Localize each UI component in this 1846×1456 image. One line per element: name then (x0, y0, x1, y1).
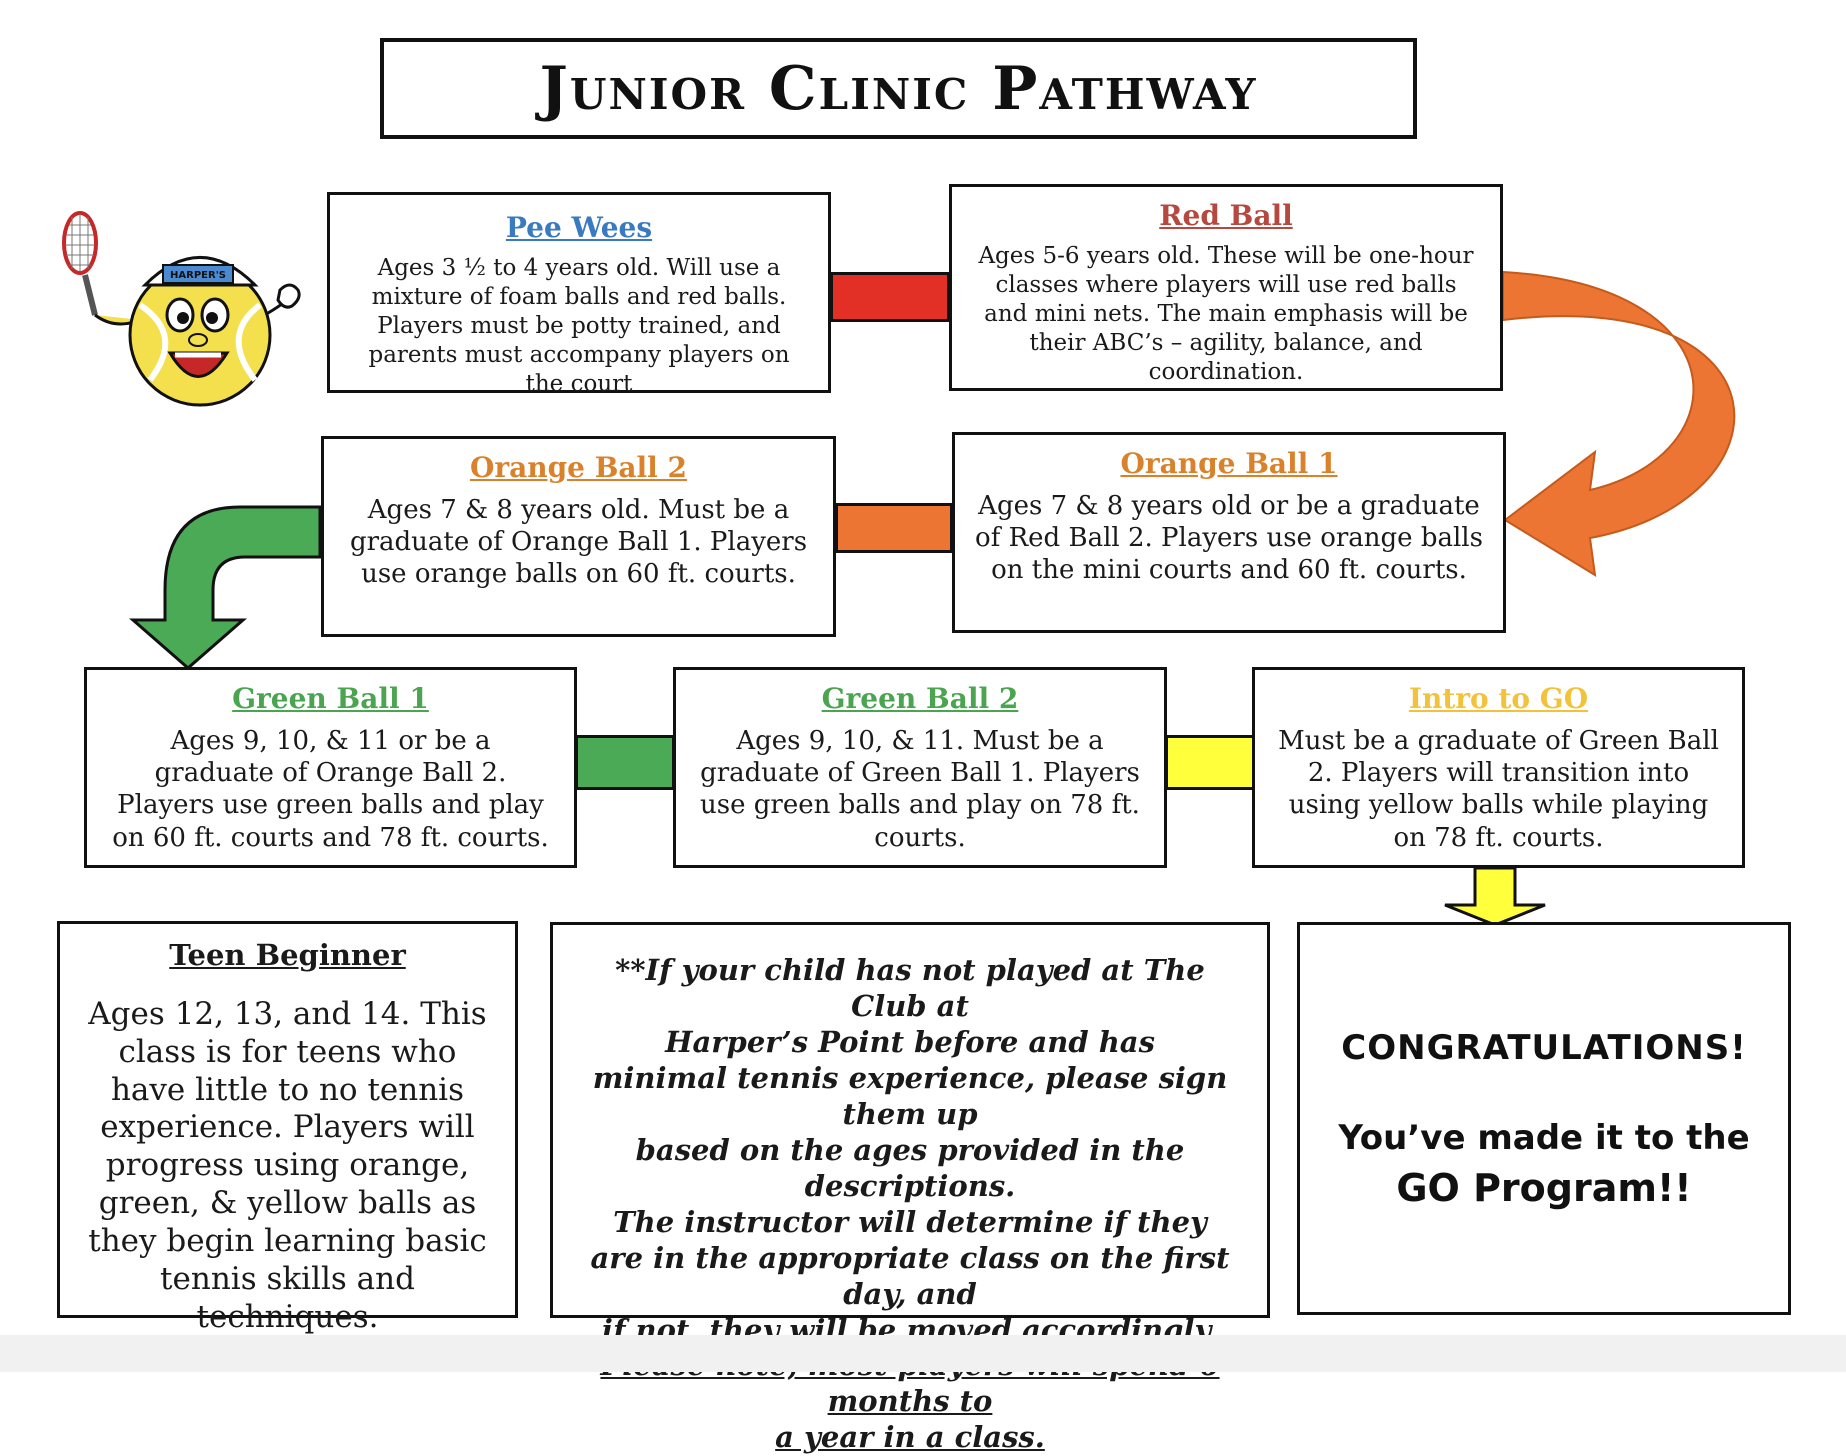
connector-red (830, 272, 950, 322)
green-ball-1-title: Green Ball 1 (232, 682, 429, 715)
box-congratulations: CONGRATULATIONS! You’ve made it to the G… (1297, 922, 1791, 1315)
pathway-arrows (129, 270, 1736, 927)
racket-icon (62, 211, 98, 316)
page-title: Junior Clinic Pathway (539, 53, 1258, 124)
pee-wees-title: Pee Wees (505, 211, 653, 244)
connector-yellow (1165, 735, 1255, 790)
teen-beginner-title: Teen Beginner (169, 938, 406, 972)
intro-to-go-title: Intro to GO (1408, 682, 1589, 715)
congrats-heading: CONGRATULATIONS! (1341, 1027, 1747, 1068)
red-ball-title: Red Ball (1159, 199, 1293, 232)
yellow-down-arrow (1444, 866, 1546, 927)
note-line-6: are in the appropriate class on the firs… (590, 1240, 1230, 1311)
box-orange-ball-2: Orange Ball 2 Ages 7 & 8 years old. Must… (321, 436, 836, 637)
orange-ball-1-body: Ages 7 & 8 years old or be a graduate of… (975, 491, 1483, 586)
box-pee-wees: Pee Wees Ages 3 ½ to 4 years old. Will u… (327, 192, 831, 397)
note-line-4: based on the ages provided in the descri… (635, 1132, 1185, 1203)
box-green-ball-2: Green Ball 2 Ages 9, 10, & 11. Must be a… (673, 667, 1167, 868)
green-elbow-arrow (129, 505, 322, 670)
page-bottom-bar (0, 1335, 1846, 1372)
box-teen-beginner: Teen Beginner Ages 12, 13, and 14. This … (57, 921, 518, 1335)
green-ball-2-body: Ages 9, 10, & 11. Must be a graduate of … (700, 726, 1140, 853)
intro-to-go-body: Must be a graduate of Green Ball 2. Play… (1278, 726, 1719, 853)
mascot-badge: HARPER'S (170, 270, 226, 281)
note-line-2: Harper’s Point before and has (665, 1024, 1155, 1059)
orange-ball-1-title: Orange Ball 1 (1120, 447, 1338, 480)
title-box: Junior Clinic Pathway (380, 38, 1417, 139)
box-green-ball-1: Green Ball 1 Ages 9, 10, & 11 or be a gr… (84, 667, 577, 868)
red-ball-body: Ages 5-6 years old. These will be one-ho… (978, 243, 1474, 385)
pee-wees-body: Ages 3 ½ to 4 years old. Will use a mixt… (368, 255, 790, 397)
note-line-9: a year in a class. (775, 1420, 1045, 1455)
curved-orange-arrow (1502, 270, 1736, 577)
note-line-1: **If your child has not played at The Cl… (615, 953, 1205, 1023)
box-note: **If your child has not played at The Cl… (550, 922, 1270, 1454)
connector-green (575, 735, 675, 790)
box-red-ball: Red Ball Ages 5-6 years old. These will … (949, 184, 1503, 391)
green-ball-2-title: Green Ball 2 (821, 682, 1019, 715)
orange-ball-2-title: Orange Ball 2 (469, 451, 688, 484)
connector-orange (835, 503, 953, 553)
orange-ball-2-body: Ages 7 & 8 years old. Must be a graduate… (349, 495, 808, 590)
congrats-line-3: GO Program!! (1396, 1165, 1692, 1210)
box-intro-to-go: Intro to GO Must be a graduate of Green … (1252, 667, 1745, 868)
note-line-3: minimal tennis experience, please sign t… (592, 1060, 1228, 1131)
teen-beginner-body: Ages 12, 13, and 14. This class is for t… (88, 996, 487, 1335)
congrats-line-2: You’ve made it to the (1338, 1117, 1750, 1158)
note-line-5: The instructor will determine if they (613, 1204, 1207, 1239)
green-ball-1-body: Ages 9, 10, & 11 or be a graduate of Ora… (112, 726, 549, 853)
box-orange-ball-1: Orange Ball 1 Ages 7 & 8 years old or be… (952, 432, 1506, 633)
mascot-tennis-ball-icon: HARPER'S (62, 211, 301, 407)
